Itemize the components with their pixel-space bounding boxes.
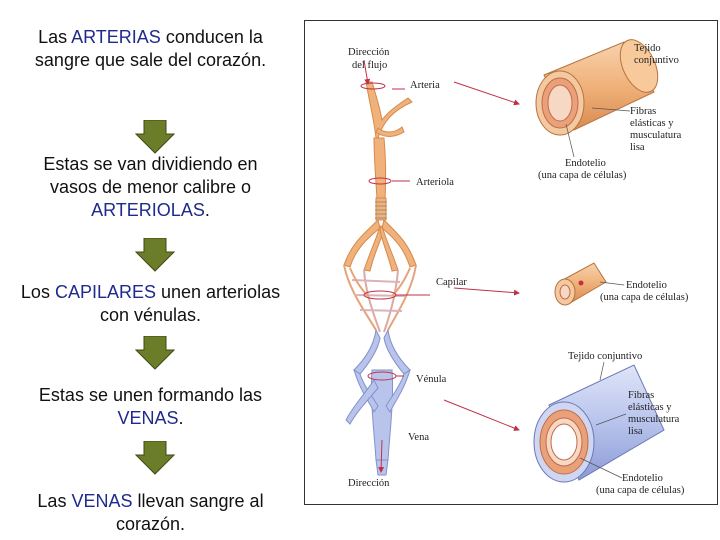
figure-frame — [304, 20, 718, 505]
step-text: . — [204, 200, 210, 220]
svg-text:Tejido conjuntivo: Tejido conjuntivo — [568, 351, 642, 362]
step-venas: Estas se unen formando las VENAS. — [18, 384, 283, 430]
step-text: llevan sangre al corazón. — [115, 491, 264, 534]
step-keyword: CAPILARES — [54, 282, 156, 302]
down-arrow-icon — [135, 336, 175, 370]
step-text: Las — [37, 491, 72, 511]
step-text: Las — [38, 27, 72, 47]
vein-tree — [345, 328, 411, 476]
flow-direction-markers — [360, 59, 430, 473]
step-venas-corazon: Las VENAS llevan sangre al corazón. — [18, 490, 283, 536]
arteria-label: Arteria — [410, 80, 440, 91]
venula-label: Vénula — [416, 374, 447, 385]
artery-cross-section — [535, 39, 659, 136]
vein-cross-section — [533, 364, 665, 483]
step-capilares: Los CAPILARES unen arteriolas con vénula… — [18, 281, 283, 327]
step-text: Estas se unen formando las — [38, 385, 263, 405]
step-text: . — [178, 408, 184, 428]
artery-coil — [375, 201, 387, 219]
flow-direction-bottom-label: Dirección — [348, 478, 390, 489]
capillary-cross-section-labels: Endotelio(una capa de células) — [599, 280, 689, 303]
arteriola-label: Arteriola — [416, 177, 454, 188]
step-arteriolas: Estas se van dividiendo en vasos de meno… — [18, 153, 283, 222]
step-keyword: VENAS — [71, 491, 133, 511]
down-arrow-icon — [135, 441, 175, 475]
step-arterias: Las ARTERIAS conducen la sangre que sale… — [18, 26, 283, 72]
capillary-network — [343, 264, 417, 333]
step-text: Los — [20, 282, 55, 302]
step-keyword: VENAS — [117, 408, 179, 428]
vena-label: Vena — [408, 432, 429, 443]
down-arrow-icon — [135, 120, 175, 154]
down-arrow-icon — [135, 238, 175, 272]
step-text: unen arteriolas con vénulas. — [99, 282, 281, 325]
capilar-label: Capilar — [436, 277, 467, 288]
step-keyword: ARTERIAS — [71, 27, 161, 47]
svg-text:Endotelio(una capa de células): Endotelio(una capa de células) — [538, 158, 627, 181]
pointer-arrows — [443, 81, 520, 431]
step-text: conducen la sangre que sale del corazón. — [34, 27, 267, 70]
svg-text:Endotelio(una capa de células): Endotelio(una capa de células) — [600, 280, 689, 303]
svg-text:Endotelio(una capa de células): Endotelio(una capa de células) — [596, 473, 685, 496]
step-keyword: ARTERIOLAS — [91, 200, 205, 220]
artery-tree — [343, 81, 417, 272]
capillary-cross-section — [554, 262, 607, 306]
step-text: Estas se van dividiendo en vasos de meno… — [43, 154, 258, 197]
